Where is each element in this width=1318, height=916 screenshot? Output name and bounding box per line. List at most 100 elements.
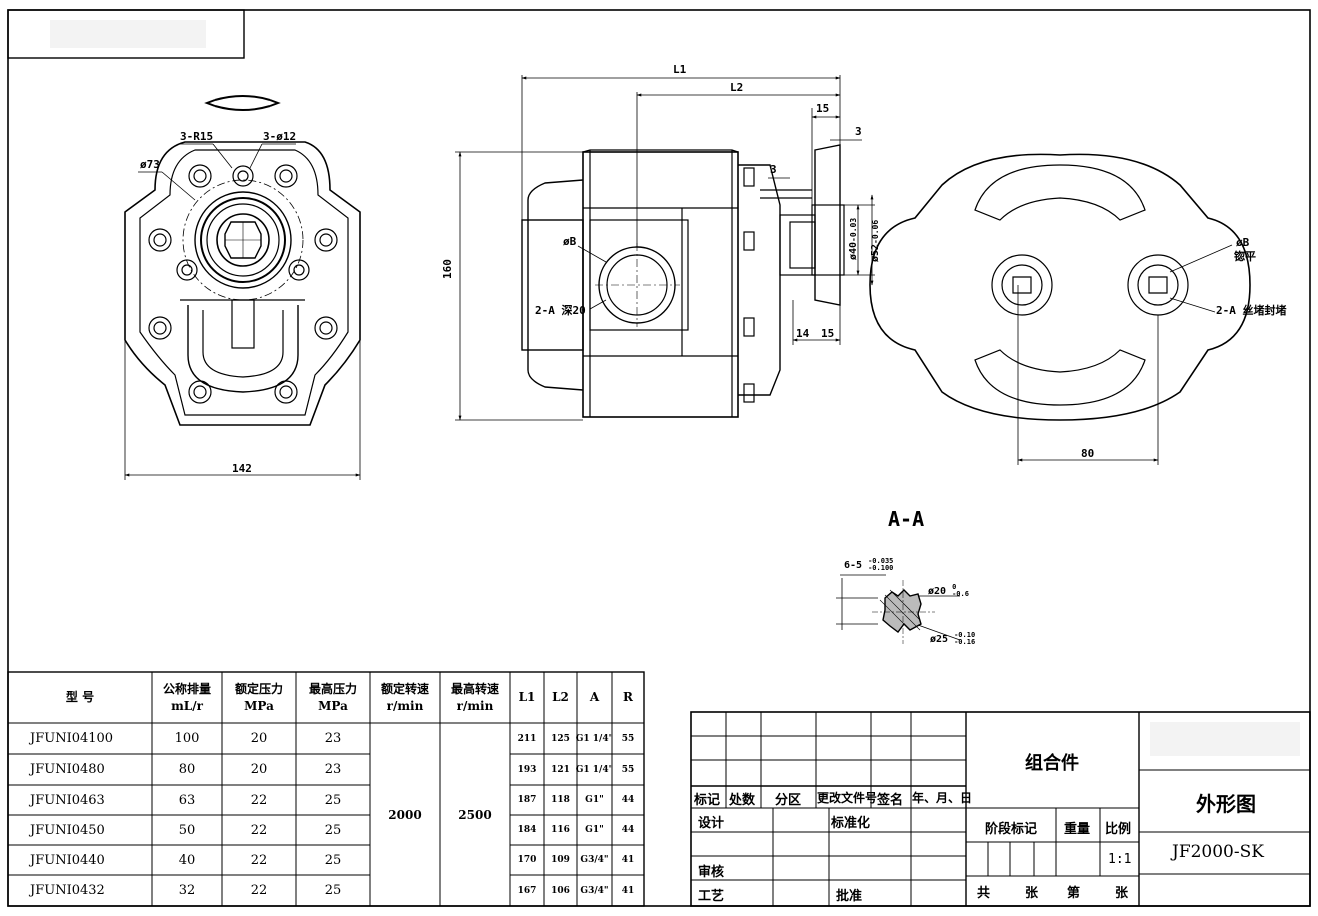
pilot-40-tol: -0.03 xyxy=(849,217,858,242)
dim-spline-key: 6-5 -0.035 -0.100 xyxy=(844,558,893,572)
spec-cell-model: JFUNI0480 xyxy=(30,762,105,777)
pilot-52-value: ø52 xyxy=(870,243,881,262)
spec-cell-disp: 40 xyxy=(178,852,196,868)
tb-approve: 批准 xyxy=(836,889,863,904)
spec-header-text: MPa xyxy=(318,698,348,713)
spec-header-text: r/min xyxy=(386,698,424,713)
spec-header-cell: R xyxy=(612,672,644,723)
tb-drawing-name: 外形图 xyxy=(1196,792,1256,816)
corner-box-stamp xyxy=(50,20,206,48)
spec-cell-disp: 50 xyxy=(178,822,196,838)
spec-cell-rated_p: 22 xyxy=(250,822,268,838)
spec-cell-L2: 109 xyxy=(551,855,570,865)
spec-cell-L1: 193 xyxy=(517,764,537,775)
spec-cell-rated_p: 22 xyxy=(250,792,268,808)
spec-cell-model: JFUNI04100 xyxy=(30,731,114,746)
spec-cell-R: 41 xyxy=(621,885,635,896)
side-view xyxy=(455,75,875,421)
spec-cell-rated_p: 22 xyxy=(250,883,268,898)
spec-cell-rated_p: 20 xyxy=(250,731,268,746)
dim-L1: L1 xyxy=(673,63,687,76)
spec-cell-max_p: 23 xyxy=(324,762,342,777)
spec-header-text: 型 号 xyxy=(65,690,95,704)
spline-key-value: 6-5 xyxy=(844,560,863,571)
spec-cell-model: JFUNI0432 xyxy=(30,883,105,898)
section-aa xyxy=(836,574,961,644)
spline-d20-dn: -0.6 xyxy=(952,590,969,598)
spec-header-text: r/min xyxy=(456,698,494,713)
label-thread-2a: 2-A 深20 xyxy=(535,304,586,317)
dim-pilot-52: ø52-0.06 xyxy=(870,220,881,262)
corner-box xyxy=(7,9,245,59)
spec-header-text: A xyxy=(589,690,600,704)
spec-cell-L2: 121 xyxy=(551,764,570,775)
rev-header-count: 处数 xyxy=(729,793,756,808)
spec-cell-A: G1 1/4" xyxy=(575,764,614,775)
dim-spline-d25: ø25 -0.10 -0.16 xyxy=(930,632,975,646)
spline-d20-up: 0 xyxy=(952,583,957,591)
dim-15-bottom: 15 xyxy=(821,327,835,340)
dim-15-top: 15 xyxy=(816,102,830,115)
spec-cell-R: 44 xyxy=(621,825,635,835)
tb-design: 设计 xyxy=(698,816,725,831)
dim-3-mid: 3 xyxy=(770,163,777,176)
spec-cell-L1: 184 xyxy=(517,825,537,835)
tb-process: 工艺 xyxy=(698,889,725,904)
spline-key-tol-up: -0.035 xyxy=(868,557,894,565)
spec-cell-A: G3/4" xyxy=(580,885,609,896)
pilot-40-value: ø40 xyxy=(848,241,859,260)
spline-key-tol-dn: -0.100 xyxy=(868,564,894,572)
spec-header-text: 最高转速 xyxy=(450,681,499,696)
label-thread-2a-right: 2-A 丝堵封堵 xyxy=(1216,304,1287,317)
spec-cell-R: 55 xyxy=(621,733,635,744)
dim-3-top: 3 xyxy=(855,125,862,138)
spec-header-cell: 额定转速 r/min xyxy=(370,672,440,723)
label-port-b: øB xyxy=(563,235,577,248)
spec-header-text: R xyxy=(623,690,633,704)
spec-rated-speed: 2000 xyxy=(388,807,422,822)
spline-d25-tol: -0.10 -0.16 xyxy=(954,632,975,646)
spec-cell-R: 55 xyxy=(621,764,635,775)
spec-header-text: MPa xyxy=(244,698,274,713)
tb-weight: 重量 xyxy=(1064,822,1091,837)
spec-header-text: L2 xyxy=(552,690,569,704)
label-holes-d12: 3-ø12 xyxy=(263,130,297,143)
spec-cell-max_p: 25 xyxy=(324,883,342,898)
spec-header-cell: 型 号 xyxy=(8,672,152,723)
spec-cell-L1: 170 xyxy=(517,855,537,865)
tb-standardize: 标准化 xyxy=(831,816,871,831)
spec-header-text: 额定转速 xyxy=(380,681,429,696)
tb-sheets-total: 共 xyxy=(977,886,991,901)
spec-cell-disp: 80 xyxy=(178,762,196,777)
spec-cell-A: G1" xyxy=(585,795,604,805)
dim-142: 142 xyxy=(232,462,252,475)
tb-sheets-unit2: 张 xyxy=(1115,886,1129,901)
dim-pilot-40: ø40-0.03 xyxy=(848,218,859,260)
spec-cell-max_p: 23 xyxy=(324,731,342,746)
spec-cell-R: 41 xyxy=(621,855,635,865)
label-port-b-right: øB xyxy=(1236,236,1250,249)
dim-L2: L2 xyxy=(730,81,744,94)
spec-table-grid xyxy=(7,671,645,907)
spec-cell-max_p: 25 xyxy=(324,852,342,868)
spec-cell-disp: 100 xyxy=(174,731,200,746)
spec-header-cell: L1 xyxy=(510,672,544,723)
spec-cell-L1: 187 xyxy=(517,795,537,805)
spec-max-speed: 2500 xyxy=(458,807,492,822)
spec-cell-A: G1" xyxy=(585,825,604,835)
title-block-grid xyxy=(690,711,1311,907)
spec-cell-L1: 167 xyxy=(517,885,537,896)
spec-cell-A: G3/4" xyxy=(580,855,609,865)
spec-cell-L1: 211 xyxy=(517,733,537,744)
spline-d25-dn: -0.16 xyxy=(954,638,976,646)
spec-cell-rated_p: 20 xyxy=(250,762,268,777)
rev-header-mark: 标记 xyxy=(694,793,721,808)
rev-header-zone: 分区 xyxy=(775,793,802,808)
front-view xyxy=(124,95,361,480)
spec-cell-rated_p: 22 xyxy=(250,852,268,868)
dim-80: 80 xyxy=(1081,447,1095,460)
spec-cell-max_p: 25 xyxy=(324,822,342,838)
tb-assembly: 组合件 xyxy=(1025,753,1079,774)
